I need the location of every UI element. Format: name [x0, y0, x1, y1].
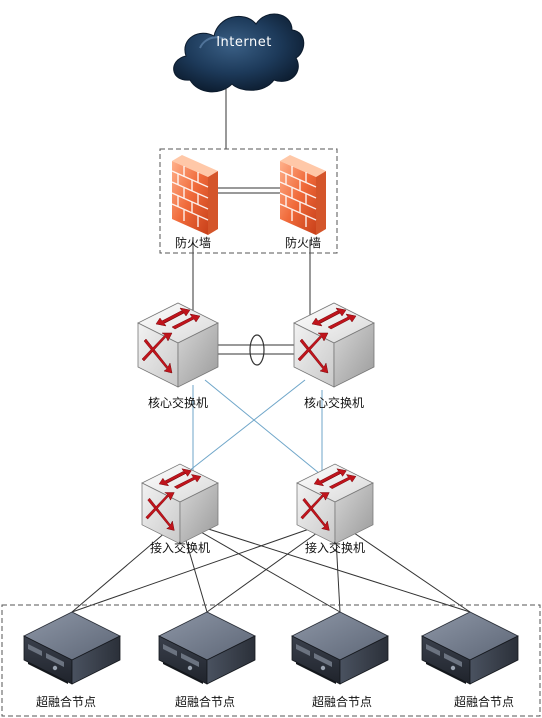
arrow-top-2	[327, 313, 357, 330]
links-layer	[71, 88, 471, 613]
server-bay-1	[296, 644, 310, 656]
server-bay-1	[163, 644, 177, 656]
switch-arrows-icon	[141, 307, 201, 374]
arrow-front-2	[297, 332, 329, 362]
arrow-top-3	[155, 310, 185, 327]
server-bay-2	[314, 653, 332, 667]
arrow-top-3	[158, 471, 187, 487]
arrow-top-2	[328, 474, 357, 489]
dashed-groups	[1, 148, 541, 717]
node-3-label: 超融合节点	[311, 695, 373, 709]
server-side	[339, 635, 389, 685]
server-power-icon	[52, 665, 58, 671]
access-switch-2-label: 接入交换机	[304, 541, 366, 555]
arrow-top-2	[173, 474, 202, 489]
switch-side	[333, 322, 375, 388]
server-side	[469, 635, 519, 685]
cloud-highlight	[199, 36, 229, 49]
arrow-top-3	[313, 471, 342, 487]
server-bay-2	[444, 653, 462, 667]
link-aggregation-ellipse	[249, 334, 265, 366]
firewall-2-icon	[279, 155, 326, 235]
internet-cloud-shape	[173, 13, 305, 93]
arrow-front-2	[141, 332, 173, 362]
arrow-front-1	[299, 338, 329, 374]
firewall-1-label: 防火墙	[174, 236, 212, 250]
server-vent	[28, 662, 68, 684]
core1-access2-link	[204, 379, 326, 479]
access-switch-1-label: 接入交换机	[149, 541, 211, 555]
node-group-box	[1, 604, 541, 717]
server-power-icon	[450, 665, 456, 671]
firewall-1-icon	[171, 155, 218, 235]
switch-side	[334, 482, 374, 545]
core-switch-1-label: 核心交换机	[147, 396, 209, 410]
arrow-top-2	[171, 313, 201, 330]
switch-side	[177, 322, 219, 388]
core-switch-2-icon	[293, 302, 375, 388]
access1-node3-link	[179, 519, 341, 613]
access-switch-1-icon	[141, 463, 219, 545]
node-4-label: 超融合节点	[453, 695, 515, 709]
access2-node4-link	[334, 519, 471, 613]
arrow-front-2	[145, 492, 175, 520]
node-2-icon	[158, 611, 256, 685]
access2-node2-link	[206, 519, 336, 613]
internet-cloud-icon	[173, 13, 305, 93]
server-vent	[296, 662, 336, 684]
access-switch-2-icon	[296, 463, 374, 545]
node-1-label: 超融合节点	[35, 695, 97, 709]
server-bay-1	[426, 644, 440, 656]
server-side	[71, 635, 121, 685]
server-bay-2	[181, 653, 199, 667]
access2-node1-link	[71, 519, 336, 613]
arrow-front-1	[143, 338, 173, 374]
node-1-icon	[23, 611, 121, 685]
switch-side	[179, 482, 219, 545]
arrow-front-1	[302, 497, 330, 531]
firewall-group-box	[159, 148, 338, 254]
server-vent	[163, 662, 203, 684]
server-vent	[426, 662, 466, 684]
internet-label: Internet	[216, 35, 272, 50]
access1-node4-link	[179, 519, 471, 613]
switch-arrows-icon	[297, 307, 357, 374]
server-bay-2	[46, 653, 64, 667]
firewall-2-label: 防火墙	[284, 236, 322, 250]
node-4-icon	[421, 611, 519, 685]
switch-arrows-icon	[300, 468, 357, 531]
server-power-icon	[320, 665, 326, 671]
access1-node1-link	[71, 519, 181, 613]
core-switch-2-label: 核心交换机	[303, 396, 365, 410]
arrow-front-2	[300, 492, 330, 520]
arrow-front-1	[147, 497, 175, 531]
core2-access1-link	[179, 379, 306, 479]
switch-arrows-icon	[145, 468, 202, 531]
arrow-top-3	[311, 310, 341, 327]
server-power-icon	[187, 665, 193, 671]
core-switch-1-icon	[137, 302, 219, 388]
server-bay-1	[28, 644, 42, 656]
devices-layer	[23, 13, 519, 685]
node-3-icon	[291, 611, 389, 685]
server-side	[206, 635, 256, 685]
node-2-label: 超融合节点	[174, 695, 236, 709]
